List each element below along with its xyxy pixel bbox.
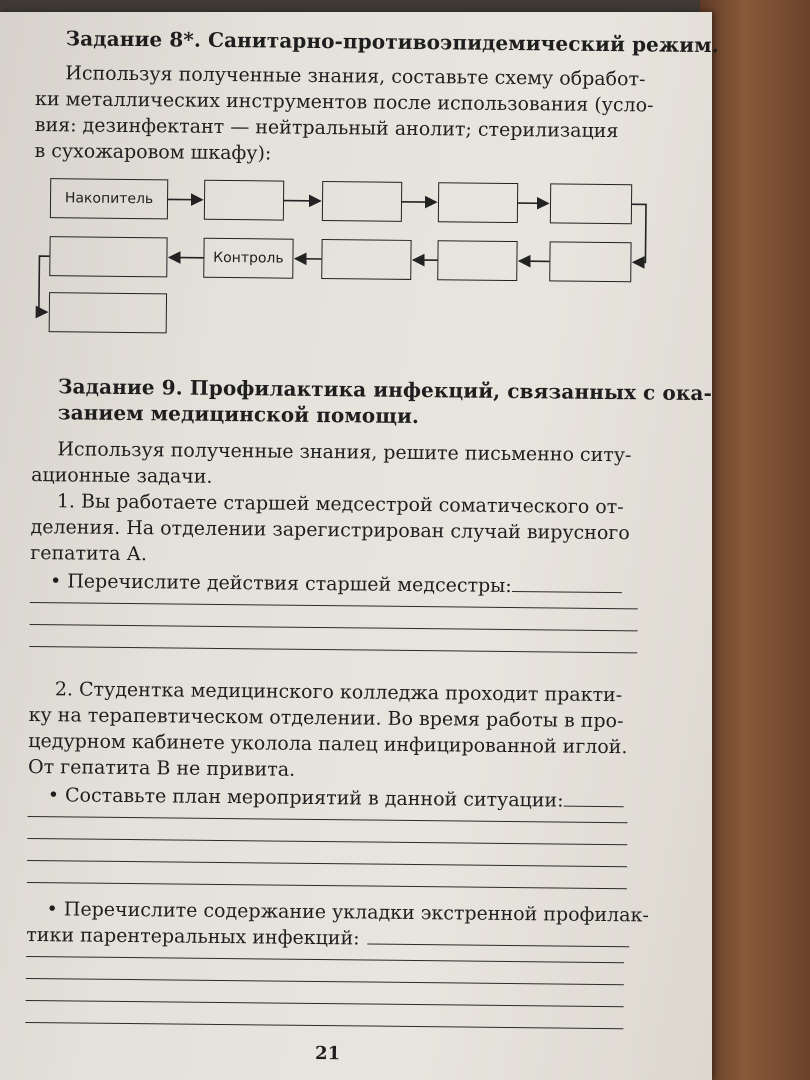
question-2: • Составьте план мероприятий в данной си… xyxy=(48,782,624,814)
question-1: • Перечислите действия старшей медсестры… xyxy=(50,568,622,600)
workbook-page: Задание 8*. Санитарно-противоэпидемическ… xyxy=(0,12,719,1080)
task9-title-line-2: занием медицинской помощи. xyxy=(57,400,420,429)
answer-line xyxy=(25,977,624,986)
answer-line xyxy=(26,881,627,890)
background-edge xyxy=(0,0,810,14)
question-1-text: • Перечислите действия старшей медсестры… xyxy=(49,570,512,598)
page-number: 21 xyxy=(314,1042,341,1065)
arrow-turn-down xyxy=(35,255,50,319)
processing-scheme: Накопитель Контроль xyxy=(35,12,652,334)
answer-line xyxy=(29,623,638,632)
wood-surface xyxy=(700,0,810,1080)
page-content: Задание 8*. Санитарно-противоэпидемическ… xyxy=(25,12,719,1064)
arrow-turn-down xyxy=(631,203,647,269)
answer-line xyxy=(27,837,628,846)
task9-intro-line-2: ационные задачи. xyxy=(31,463,213,488)
answer-blank xyxy=(511,591,622,594)
question-2-text: • Составьте план мероприятий в данной си… xyxy=(47,784,564,812)
answer-line xyxy=(27,815,628,824)
answer-line xyxy=(26,955,625,964)
case1-line-3: гепатита А. xyxy=(30,541,148,566)
answer-blank xyxy=(367,943,630,948)
answer-blank xyxy=(563,805,624,808)
question-3-line-2: тики парентеральных инфекций: xyxy=(26,922,630,954)
answer-line xyxy=(25,1021,624,1030)
scheme-arrows xyxy=(35,193,647,319)
answer-line xyxy=(29,601,638,610)
answer-line xyxy=(25,999,624,1008)
answer-line xyxy=(27,859,628,868)
case2-line-4: От гепатита В не привита. xyxy=(27,755,296,781)
question-3-text: тики парентеральных инфекций: xyxy=(26,923,360,950)
answer-line xyxy=(29,645,638,654)
